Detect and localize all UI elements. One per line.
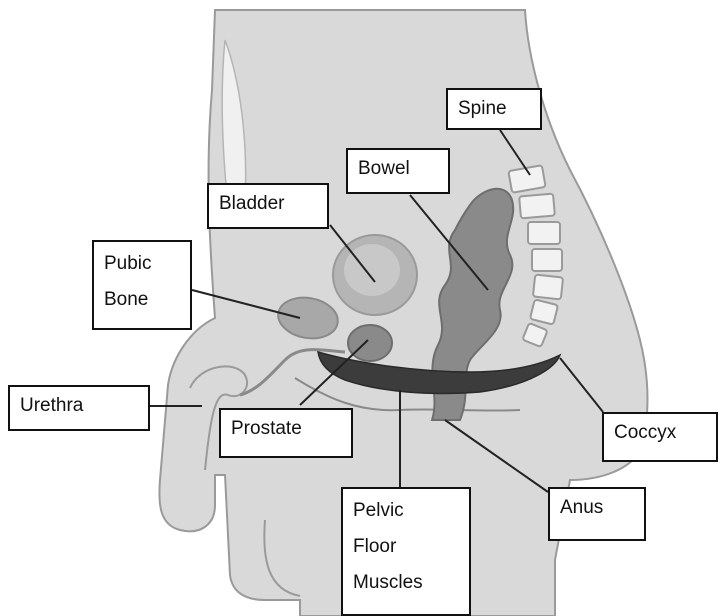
label-urethra: Urethra xyxy=(8,385,150,431)
label-prostate: Prostate xyxy=(219,408,353,458)
label-spine: Spine xyxy=(446,88,542,130)
label-coccyx: Coccyx xyxy=(602,412,718,462)
prostate-organ xyxy=(348,325,392,361)
label-bowel: Bowel xyxy=(346,148,450,194)
label-pelvic-floor-muscles: Pelvic Floor Muscles xyxy=(341,487,471,616)
label-anus: Anus xyxy=(548,487,646,541)
label-bladder: Bladder xyxy=(207,183,329,229)
label-pubic-bone: Pubic Bone xyxy=(92,240,192,330)
